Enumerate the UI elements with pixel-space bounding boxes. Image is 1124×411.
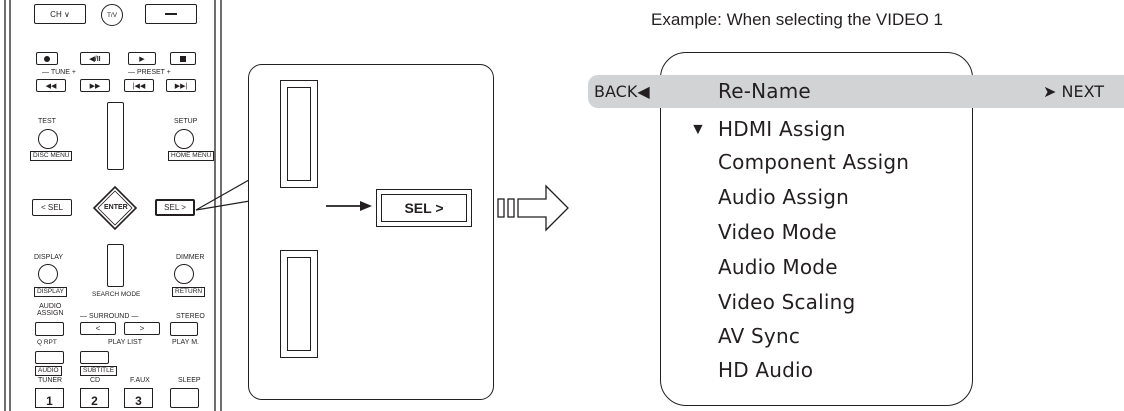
test-label: TEST: [38, 118, 56, 125]
back-label: BACK: [594, 82, 638, 101]
next-label: NEXT: [1061, 82, 1105, 101]
search-mode-label: SEARCH MODE: [92, 291, 141, 298]
record-icon: [44, 55, 50, 62]
fast-forward-icon: ▶▶: [89, 82, 101, 90]
arrow-right-icon: [326, 201, 372, 211]
menu-item-audio-assign[interactable]: Audio Assign: [718, 185, 850, 209]
stop-button[interactable]: [170, 52, 196, 65]
surround-left-button[interactable]: <: [80, 322, 116, 335]
play-list-label: PLAY LIST: [108, 339, 142, 346]
zoom-sel-label: SEL >: [404, 200, 444, 216]
ch-minus-button[interactable]: [145, 4, 197, 24]
setup-label: SETUP: [174, 118, 198, 125]
audio-tag: AUDIO: [35, 366, 62, 376]
cd-label: CD: [90, 377, 101, 384]
next-nav[interactable]: ➤ NEXT: [1043, 82, 1104, 101]
display-tag: DISPLAY: [34, 287, 67, 297]
menu-item-rename[interactable]: Re-Name: [718, 79, 811, 103]
faux-label: F.AUX: [130, 377, 150, 384]
tuner-label: TUNER: [38, 377, 63, 384]
audio-assign-button[interactable]: [35, 322, 64, 336]
surround-left-label: <: [95, 324, 101, 333]
ch-down-label: CH ∨: [50, 9, 70, 19]
audio-button[interactable]: [35, 351, 64, 364]
osd-screen: [660, 52, 973, 406]
return-tag: RETURN: [172, 287, 206, 297]
down-button[interactable]: [107, 244, 124, 287]
play-m-label: PLAY M.: [172, 339, 199, 346]
enter-label: ENTER: [104, 204, 128, 211]
menu-item-hdmi-assign[interactable]: HDMI Assign: [718, 117, 846, 141]
up-button[interactable]: [107, 102, 124, 170]
stereo-button[interactable]: [170, 322, 198, 336]
rewind-icon: ◀◀: [45, 82, 57, 90]
menu-item-component-assign[interactable]: Component Assign: [718, 150, 910, 174]
sel-right-button[interactable]: SEL >: [155, 199, 195, 216]
preset-label: — PRESET +: [128, 69, 171, 76]
rpt-label: Q RPT: [37, 339, 57, 346]
osd-highlight-bar: [588, 75, 1124, 108]
ch-down-button[interactable]: CH ∨: [34, 4, 86, 24]
audio-assign-label: AUDIO ASSIGN: [37, 303, 64, 317]
setup-button[interactable]: [174, 129, 194, 149]
number-3-label: 3: [135, 394, 142, 408]
chevron-down-icon: ▼: [690, 121, 706, 138]
zoom-up-button[interactable]: [280, 80, 318, 188]
play-icon: ▶: [139, 55, 145, 63]
number-1-label: 1: [46, 394, 53, 408]
number-1-button[interactable]: 1: [35, 388, 64, 408]
subtitle-tag: SUBTITLE: [80, 366, 118, 376]
skip-forward-icon: ▶▶|: [174, 82, 188, 90]
menu-item-hd-audio[interactable]: HD Audio: [718, 358, 814, 382]
stop-icon: [180, 55, 186, 62]
remote-control: CH ∨ T/V ◀/II ▶ — TUNE + — PRESET + ◀◀ ▶…: [0, 0, 230, 411]
skip-back-button[interactable]: |◀◀: [124, 79, 154, 92]
surround-label: — SURROUND —: [80, 313, 139, 320]
sel-left-button[interactable]: < SEL: [32, 199, 72, 216]
example-caption: Example: When selecting the VIDEO 1: [651, 10, 943, 29]
sleep-button[interactable]: [170, 388, 199, 408]
sel-right-label: SEL >: [164, 203, 186, 212]
stereo-label: STEREO: [176, 313, 205, 320]
step-pause-icon: ◀/II: [89, 55, 101, 63]
sleep-label: SLEEP: [178, 377, 201, 384]
display-label: DISPLAY: [34, 254, 64, 261]
tune-label: — TUNE +: [42, 69, 76, 76]
rewind-button[interactable]: ◀◀: [36, 79, 66, 92]
enter-button[interactable]: [92, 185, 138, 231]
disc-menu-tag: DISC MENU: [30, 151, 73, 161]
menu-item-av-sync[interactable]: AV Sync: [718, 324, 801, 348]
dimmer-button[interactable]: [174, 264, 194, 284]
back-arrow-icon: ◀: [637, 82, 650, 101]
number-2-label: 2: [91, 394, 98, 408]
menu-item-audio-mode[interactable]: Audio Mode: [718, 255, 838, 279]
zoom-sel-right-button[interactable]: SEL >: [376, 189, 472, 227]
next-arrow-icon: ➤: [1043, 82, 1062, 101]
number-3-button[interactable]: 3: [124, 388, 153, 408]
zoom-panel: [248, 64, 494, 400]
number-2-button[interactable]: 2: [80, 388, 109, 408]
record-button[interactable]: [36, 52, 58, 65]
fast-forward-button[interactable]: ▶▶: [80, 79, 110, 92]
surround-right-button[interactable]: >: [124, 322, 160, 335]
hollow-arrow-icon: [497, 184, 569, 232]
back-nav[interactable]: BACK◀: [594, 82, 650, 101]
play-button[interactable]: ▶: [128, 52, 156, 65]
subtitle-button[interactable]: [80, 351, 109, 364]
display-button[interactable]: [38, 264, 58, 284]
test-button[interactable]: [38, 129, 58, 149]
tv-label: T/V: [106, 11, 118, 19]
surround-right-label: >: [139, 324, 145, 333]
dimmer-label: DIMMER: [176, 254, 205, 261]
home-menu-tag: HOME MENU: [168, 151, 215, 161]
menu-item-video-mode[interactable]: Video Mode: [718, 220, 837, 244]
menu-item-video-scaling[interactable]: Video Scaling: [718, 290, 856, 314]
skip-back-icon: |◀◀: [132, 82, 146, 90]
tv-button[interactable]: T/V: [101, 4, 123, 26]
pause-button[interactable]: ◀/II: [80, 52, 110, 65]
sel-left-label: < SEL: [40, 203, 63, 212]
zoom-down-button[interactable]: [280, 250, 318, 358]
skip-forward-button[interactable]: ▶▶|: [166, 79, 196, 92]
